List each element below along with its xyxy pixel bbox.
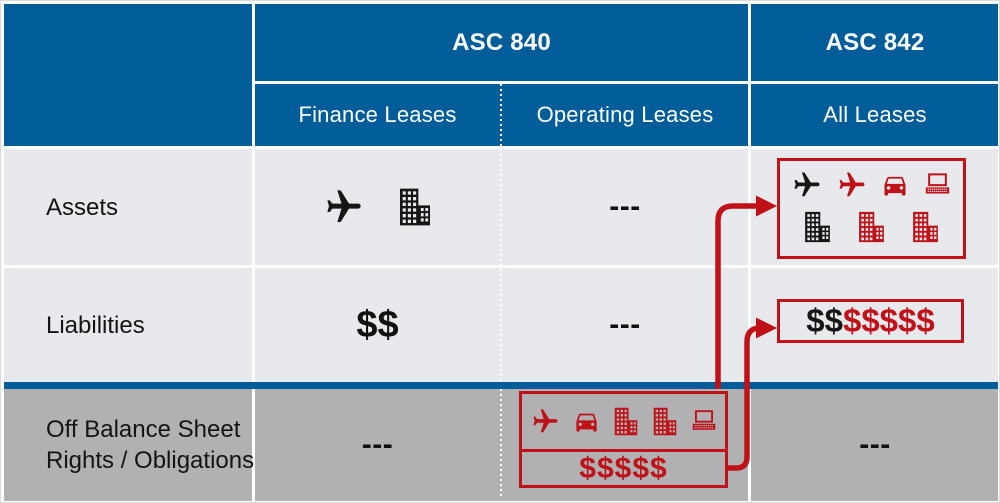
row-label-assets: Assets [46, 149, 118, 265]
plane-icon [835, 170, 869, 200]
liabilities-red-dollars: $$$$$ [842, 302, 935, 339]
cell-liabilities-operating: --- [502, 268, 748, 382]
dash-placeholder: --- [859, 428, 891, 461]
row-label-off-balance-sheet: Off Balance Sheet Rights / Obligations [46, 389, 254, 501]
building-icon [650, 403, 680, 440]
cell-offbalance-operating-box: $$$$$ [519, 391, 728, 488]
building-icon [611, 403, 641, 440]
cell-assets-operating: --- [502, 149, 748, 265]
dash-placeholder: --- [609, 190, 641, 223]
subheader-all-leases: All Leases [823, 102, 927, 127]
assets-box-icon-row-1 [790, 170, 953, 200]
building-icon [909, 207, 942, 247]
assets-label-text: Assets [46, 193, 119, 221]
column-divider-left [252, 4, 255, 501]
finance-operating-dotted-divider [500, 84, 502, 498]
liabilities-black-dollars: $$ [806, 302, 843, 339]
building-icon [801, 207, 834, 247]
subheader-operating-leases: Operating Leases [536, 102, 714, 127]
header-asc-842: ASC 842 [825, 28, 925, 56]
header-asc-840: ASC 840 [452, 28, 551, 56]
cell-assets-finance-icons [255, 149, 500, 265]
laptop-icon [922, 171, 953, 199]
car-icon [879, 171, 911, 199]
plane-icon [529, 407, 562, 436]
cell-offbalance-finance: --- [255, 389, 500, 501]
cell-offbalance-all-leases: --- [752, 389, 998, 501]
column-divider-right [748, 4, 751, 501]
offbalance-box-dollars: $$$$$ [522, 449, 725, 485]
cell-liabilities-all-leases-box: $$$$$$$ [777, 299, 964, 343]
finance-dollars: $$ [356, 303, 399, 346]
balance-sheet-separator-bar [4, 382, 998, 389]
building-icon [395, 184, 435, 230]
car-icon [571, 408, 602, 435]
assets-box-icon-row-2 [790, 207, 953, 247]
liabilities-label-text: Liabilities [46, 311, 145, 339]
cell-liabilities-finance: $$ [255, 268, 500, 382]
dash-placeholder: --- [609, 308, 641, 341]
plane-icon [321, 187, 367, 227]
building-icon [855, 207, 888, 247]
row-label-liabilities: Liabilities [46, 268, 145, 382]
subheader-finance-leases: Finance Leases [298, 102, 457, 127]
cell-assets-all-leases-box [777, 158, 966, 259]
plane-icon [790, 170, 824, 200]
header-row-divider [255, 81, 998, 84]
off-balance-label-line1: Off Balance Sheet [46, 416, 241, 443]
off-balance-label-line2: Rights / Obligations [46, 447, 255, 474]
laptop-icon [689, 408, 719, 435]
dash-placeholder: --- [361, 428, 394, 461]
offbalance-box-icons [522, 394, 725, 449]
